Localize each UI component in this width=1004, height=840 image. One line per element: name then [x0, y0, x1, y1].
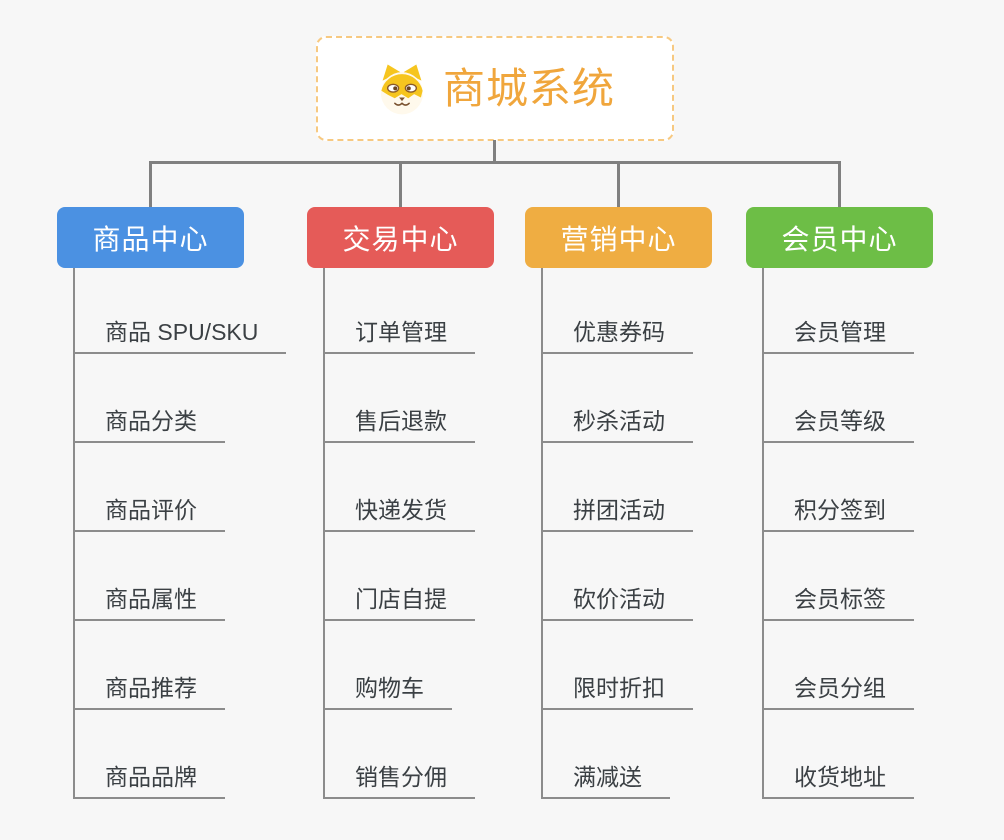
- leaf-node[interactable]: 限时折扣: [541, 672, 693, 710]
- leaf-node[interactable]: 快递发货: [323, 494, 475, 532]
- root-node[interactable]: 商城系统: [316, 36, 674, 141]
- leaf-node[interactable]: 会员等级: [762, 405, 914, 443]
- connector-trunk: [762, 268, 764, 799]
- leaf-node[interactable]: 商品属性: [73, 583, 225, 621]
- branch-node[interactable]: 交易中心: [307, 207, 494, 268]
- leaf-node[interactable]: 商品推荐: [73, 672, 225, 710]
- leaf-node[interactable]: 售后退款: [323, 405, 475, 443]
- leaf-node[interactable]: 商品品牌: [73, 761, 225, 799]
- leaf-node[interactable]: 购物车: [323, 672, 452, 710]
- branch-node[interactable]: 商品中心: [57, 207, 244, 268]
- connector-root-drop: [493, 140, 496, 164]
- leaf-node[interactable]: 商品评价: [73, 494, 225, 532]
- connector-trunk: [323, 268, 325, 799]
- leaf-node[interactable]: 商品分类: [73, 405, 225, 443]
- leaf-node[interactable]: 拼团活动: [541, 494, 693, 532]
- branch-node[interactable]: 营销中心: [525, 207, 712, 268]
- connector-trunk: [541, 268, 543, 799]
- connector-drop: [838, 161, 841, 207]
- connector-drop: [399, 161, 402, 207]
- connector-drop: [617, 161, 620, 207]
- leaf-node[interactable]: 门店自提: [323, 583, 475, 621]
- leaf-node[interactable]: 销售分佣: [323, 761, 475, 799]
- dog-face-icon: [380, 64, 424, 114]
- leaf-node[interactable]: 订单管理: [323, 316, 475, 354]
- leaf-node[interactable]: 商品 SPU/SKU: [73, 316, 287, 354]
- root-title: 商城系统: [442, 64, 615, 112]
- leaf-node[interactable]: 会员标签: [762, 583, 914, 621]
- connector-horizontal: [149, 161, 841, 164]
- leaf-node[interactable]: 砍价活动: [541, 583, 693, 621]
- leaf-node[interactable]: 满减送: [541, 761, 670, 799]
- leaf-node[interactable]: 优惠券码: [541, 316, 693, 354]
- leaf-node[interactable]: 秒杀活动: [541, 405, 693, 443]
- leaf-node[interactable]: 收货地址: [762, 761, 914, 799]
- leaf-node[interactable]: 积分签到: [762, 494, 914, 532]
- connector-drop: [149, 161, 152, 207]
- leaf-node[interactable]: 会员管理: [762, 316, 914, 354]
- connector-trunk: [73, 268, 75, 799]
- leaf-node[interactable]: 会员分组: [762, 672, 914, 710]
- branch-node[interactable]: 会员中心: [746, 207, 933, 268]
